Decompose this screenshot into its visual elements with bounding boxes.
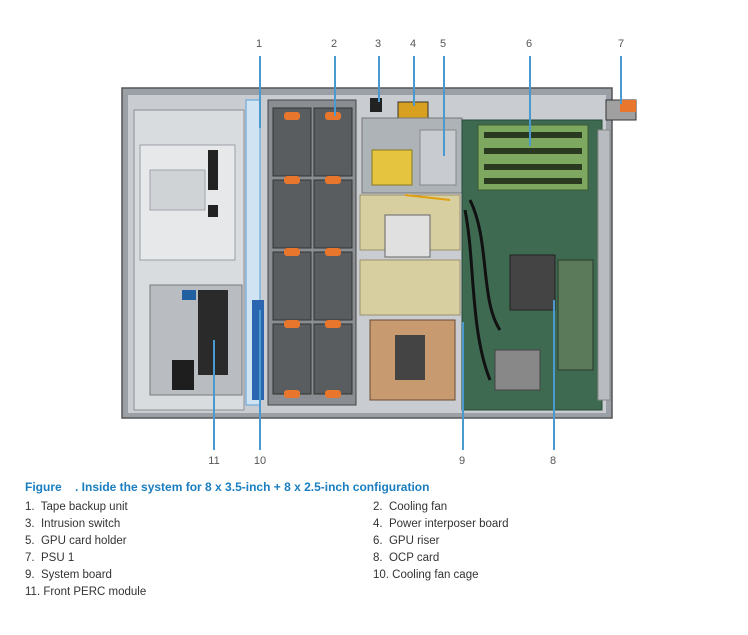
callout-leader-6 (529, 56, 531, 146)
callout-leader-8 (553, 300, 555, 450)
callout-2: 2 (330, 38, 338, 50)
callout-leader-10 (259, 310, 261, 450)
cable-bundle (468, 199, 502, 331)
callout-4: 4 (409, 38, 417, 50)
legend-item-11: 11. Front PERC module (25, 586, 147, 598)
legend-item-5: 5. GPU card holder (25, 535, 127, 547)
callout-leader-9 (462, 322, 464, 450)
callout-8: 8 (549, 455, 557, 467)
legend-item-4: 4. Power interposer board (373, 518, 509, 530)
callout-3: 3 (374, 38, 382, 50)
legend-item-1: 1. Tape backup unit (25, 501, 128, 513)
legend-item-6: 6. GPU riser (373, 535, 440, 547)
callout-9: 9 (458, 455, 466, 467)
callout-6: 6 (525, 38, 533, 50)
callout-5: 5 (439, 38, 447, 50)
legend-item-2: 2. Cooling fan (373, 501, 448, 513)
callout-leader-1 (259, 56, 261, 128)
server-interior-illustration (121, 87, 637, 419)
callout-leader-3 (378, 56, 380, 102)
legend-item-8: 8. OCP card (373, 552, 440, 564)
front-perc-module (149, 284, 243, 396)
legend-item-3: 3. Intrusion switch (25, 518, 121, 530)
ocp-card (557, 259, 594, 371)
figure-caption: Figure . Inside the system for 8 x 3.5-i… (25, 480, 430, 494)
intrusion-switch (370, 98, 382, 112)
callout-leader-7 (620, 56, 622, 104)
callout-11: 11 (208, 455, 220, 467)
callout-7: 7 (617, 38, 625, 50)
callout-leader-2 (334, 56, 336, 116)
cpu-socket-1 (384, 214, 431, 258)
legend-item-10: 10. Cooling fan cage (373, 569, 479, 581)
callout-1: 1 (255, 38, 263, 50)
legend-item-9: 9. System board (25, 569, 112, 581)
cooling-fans (272, 107, 353, 398)
legend-item-7: 7. PSU 1 (25, 552, 75, 564)
callout-leader-5 (443, 56, 445, 156)
callout-10: 10 (253, 455, 267, 467)
callout-leader-11 (213, 340, 215, 450)
callout-leader-4 (413, 56, 415, 106)
